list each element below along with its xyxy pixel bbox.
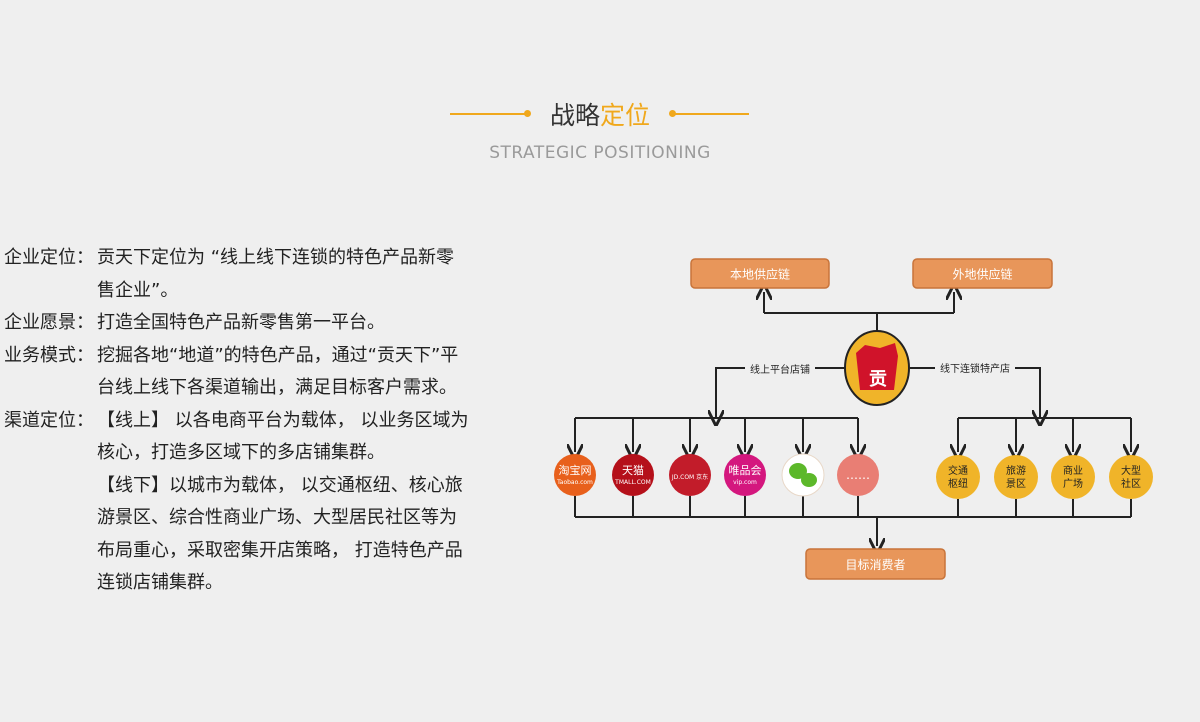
- page-subtitle: STRATEGIC POSITIONING: [489, 143, 711, 163]
- logo-house-icon: [856, 343, 898, 390]
- section-text: 游景区、综合性商业广场、大型居民社区等为: [97, 507, 457, 528]
- title-dot-left: [524, 110, 531, 117]
- platform-domain: Taobao.com: [556, 479, 593, 486]
- section-text: 连锁店铺集群。: [97, 572, 223, 593]
- offline-channel[interactable]: [936, 455, 980, 499]
- connectors: [575, 292, 1131, 546]
- platform-name: JD.COM 京东: [671, 473, 708, 481]
- remote-supply-box: [912, 258, 1053, 289]
- online-label: 线上平台店铺: [750, 363, 810, 376]
- target-consumer-box: [805, 548, 946, 580]
- section-text: 【线下】以城市为载体， 以交通枢纽、核心旅: [97, 474, 463, 496]
- platform-domain: vip.com: [733, 479, 757, 486]
- wechat-icon: [789, 463, 807, 479]
- section-label: 企业定位：: [4, 247, 94, 268]
- section-text: 布局重心，采取密集开店策略， 打造特色产品: [97, 539, 463, 561]
- platform-icon[interactable]: [837, 454, 879, 496]
- text-row: 企业定位：贡天下定位为 “线上线下连锁的特色产品新零: [4, 242, 492, 275]
- page-title: 战略定位: [0, 96, 1200, 132]
- channel-label: 旅游: [1006, 464, 1026, 477]
- section-label: 渠道定位：: [4, 409, 94, 431]
- platform-name: ……: [846, 468, 870, 482]
- platform-icon[interactable]: [724, 454, 766, 496]
- title-part: 战略: [549, 101, 600, 130]
- section-text: 挖掘各地“地道”的特色产品，通过“贡天下”平: [97, 344, 459, 366]
- text-row: 售企业”。: [4, 275, 492, 308]
- offline-channel[interactable]: [1109, 455, 1153, 499]
- section-text: 【线上】 以各电商平台为载体， 以业务区域为: [97, 409, 469, 431]
- section-text: 售企业”。: [97, 279, 179, 301]
- title-divider-right: [673, 113, 749, 115]
- offline-label: 线下连锁特产店: [940, 362, 1010, 375]
- title-highlight: 定位: [600, 101, 651, 130]
- target-consumer-box-label: 目标消费者: [845, 558, 905, 572]
- platform-name: 唯品会: [729, 464, 762, 477]
- local-supply-box: [690, 258, 830, 289]
- text-row: 业务模式：挖掘各地“地道”的特色产品，通过“贡天下”平: [4, 340, 492, 373]
- channel-label: 交通: [948, 464, 968, 477]
- channel-label: 社区: [1121, 477, 1141, 490]
- text-row: 连锁店铺集群。: [4, 567, 492, 600]
- section-text: 贡天下定位为 “线上线下连锁的特色产品新零: [97, 247, 455, 268]
- section-label: 企业愿景：: [4, 312, 94, 333]
- platform-domain: TMALL.COM: [614, 479, 651, 486]
- platform-name: 天猫: [622, 464, 644, 477]
- remote-supply-box-label: 外地供应链: [952, 267, 1012, 282]
- platform-icon[interactable]: [669, 454, 711, 496]
- offline-channel[interactable]: [994, 455, 1038, 499]
- text-row: 台线上线下各渠道输出，满足目标客户需求。: [4, 372, 492, 405]
- text-row: 企业愿景：打造全国特色产品新零售第一平台。: [4, 307, 492, 340]
- platform-icon[interactable]: [612, 454, 654, 496]
- channel-label: 枢纽: [948, 477, 968, 490]
- strategy-text: 企业定位：贡天下定位为 “线上线下连锁的特色产品新零售企业”。企业愿景：打造全国…: [4, 242, 492, 600]
- channel-label: 商业: [1063, 464, 1083, 477]
- logo-char: 贡: [869, 369, 887, 390]
- text-row: 布局重心，采取密集开店策略， 打造特色产品: [4, 535, 492, 568]
- channel-label: 大型: [1121, 464, 1141, 477]
- local-supply-box-label: 本地供应链: [730, 267, 790, 282]
- section-text: 打造全国特色产品新零售第一平台。: [97, 312, 385, 333]
- text-row: 【线下】以城市为载体， 以交通枢纽、核心旅: [4, 470, 492, 503]
- text-row: 游景区、综合性商业广场、大型居民社区等为: [4, 502, 492, 535]
- wechat-icon-bubble: [801, 473, 817, 487]
- section-label: 业务模式：: [4, 344, 94, 366]
- offline-channel[interactable]: [1051, 455, 1095, 499]
- platform-name: 淘宝网: [559, 463, 592, 477]
- channel-label: 景区: [1006, 478, 1026, 490]
- section-text: 台线上线下各渠道输出，满足目标客户需求。: [97, 377, 457, 398]
- platform-icon[interactable]: [554, 454, 596, 496]
- title-divider-left: [450, 113, 526, 115]
- text-row: 核心，打造多区域下的多店铺集群。: [4, 437, 492, 470]
- title-dot-right: [669, 110, 676, 117]
- section-text: 核心，打造多区域下的多店铺集群。: [97, 442, 385, 463]
- channel-label: 广场: [1063, 477, 1083, 490]
- text-row: 渠道定位：【线上】 以各电商平台为载体， 以业务区域为: [4, 405, 492, 438]
